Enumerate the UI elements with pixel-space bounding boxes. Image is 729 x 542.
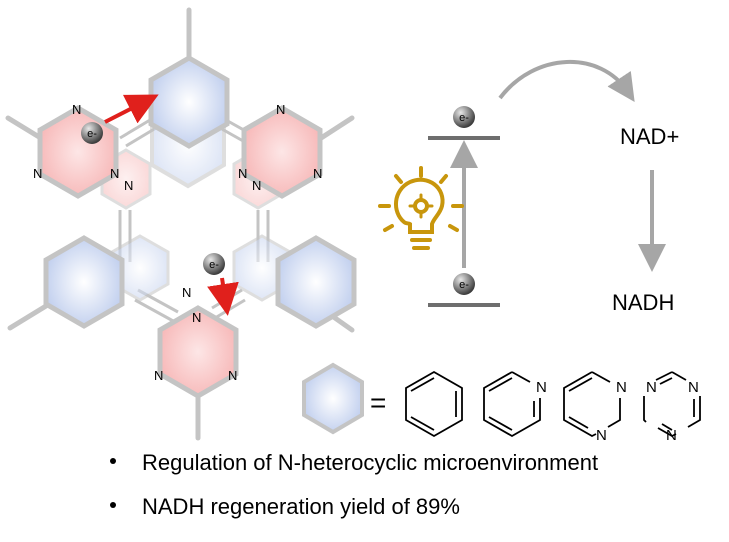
n-label: N — [688, 379, 699, 396]
n-label: N — [596, 427, 607, 444]
triazine-ring-right — [241, 105, 323, 199]
n-label: N — [182, 285, 191, 300]
svg-text:e-: e- — [209, 259, 219, 271]
legend-hexagon — [302, 362, 364, 435]
n-label: N — [276, 102, 285, 117]
lightbulb-gear-icon — [378, 166, 464, 250]
n-label: N — [72, 102, 81, 117]
svg-text:e-: e- — [459, 279, 469, 291]
nitrogen-labels: N N N N N N N N N N N N — [33, 102, 322, 383]
electron-to-nad-arrow — [498, 60, 635, 102]
n-label: N — [252, 178, 261, 193]
bullet-text: Regulation of N-heterocyclic microenviro… — [142, 450, 599, 475]
n-label: N — [33, 166, 42, 181]
electron-ball-icon: e- — [453, 106, 475, 128]
electron-transfer-arrow — [104, 94, 159, 124]
bullet-text: NADH regeneration yield of 89% — [142, 494, 460, 519]
n-label: N — [238, 166, 247, 181]
n-label: N — [646, 379, 657, 396]
n-label: N — [228, 368, 237, 383]
bullet-item: Regulation of N-heterocyclic microenviro… — [110, 450, 720, 494]
electron-ball-icon: e- — [453, 273, 475, 295]
benzene-structure — [405, 370, 463, 438]
triazine-structure — [643, 371, 701, 438]
benzene-ring-top — [148, 55, 230, 149]
nadh-label: NADH — [612, 290, 674, 315]
bullet-dot — [110, 458, 116, 464]
n-label: N — [110, 166, 119, 181]
energy-diagram: e- e- NAD+ — [378, 60, 679, 315]
pyridine-structure — [483, 371, 541, 438]
cof-framework: N N N N N N N N N N N N e- e- — [5, 7, 357, 441]
pyrimidine-structure — [563, 371, 621, 438]
n-label: N — [154, 368, 163, 383]
n-label: N — [313, 166, 322, 181]
bullet-item: NADH regeneration yield of 89% — [110, 494, 720, 538]
methyl-stubs — [5, 7, 355, 441]
ring-legend: = N N N — [302, 362, 701, 444]
electron-ball-icon: e- — [203, 253, 225, 275]
electron-transfer-arrow — [207, 277, 239, 316]
electron-ball-icon: e- — [81, 122, 103, 144]
bullet-dot — [110, 502, 116, 508]
n-label: N — [666, 427, 677, 444]
benzene-ring-bottom-left — [43, 235, 125, 329]
benzene-ring-bottom-right — [275, 235, 357, 329]
svg-text:e-: e- — [459, 112, 469, 124]
bullet-list: Regulation of N-heterocyclic microenviro… — [110, 450, 720, 538]
n-label: N — [616, 379, 627, 396]
n-label: N — [192, 310, 201, 325]
svg-text:e-: e- — [87, 128, 97, 140]
equals-sign: = — [370, 387, 386, 418]
nad-plus-label: NAD+ — [620, 124, 679, 149]
n-label: N — [536, 379, 547, 396]
n-label: N — [124, 178, 133, 193]
triazine-ring-bottom — [157, 305, 239, 399]
